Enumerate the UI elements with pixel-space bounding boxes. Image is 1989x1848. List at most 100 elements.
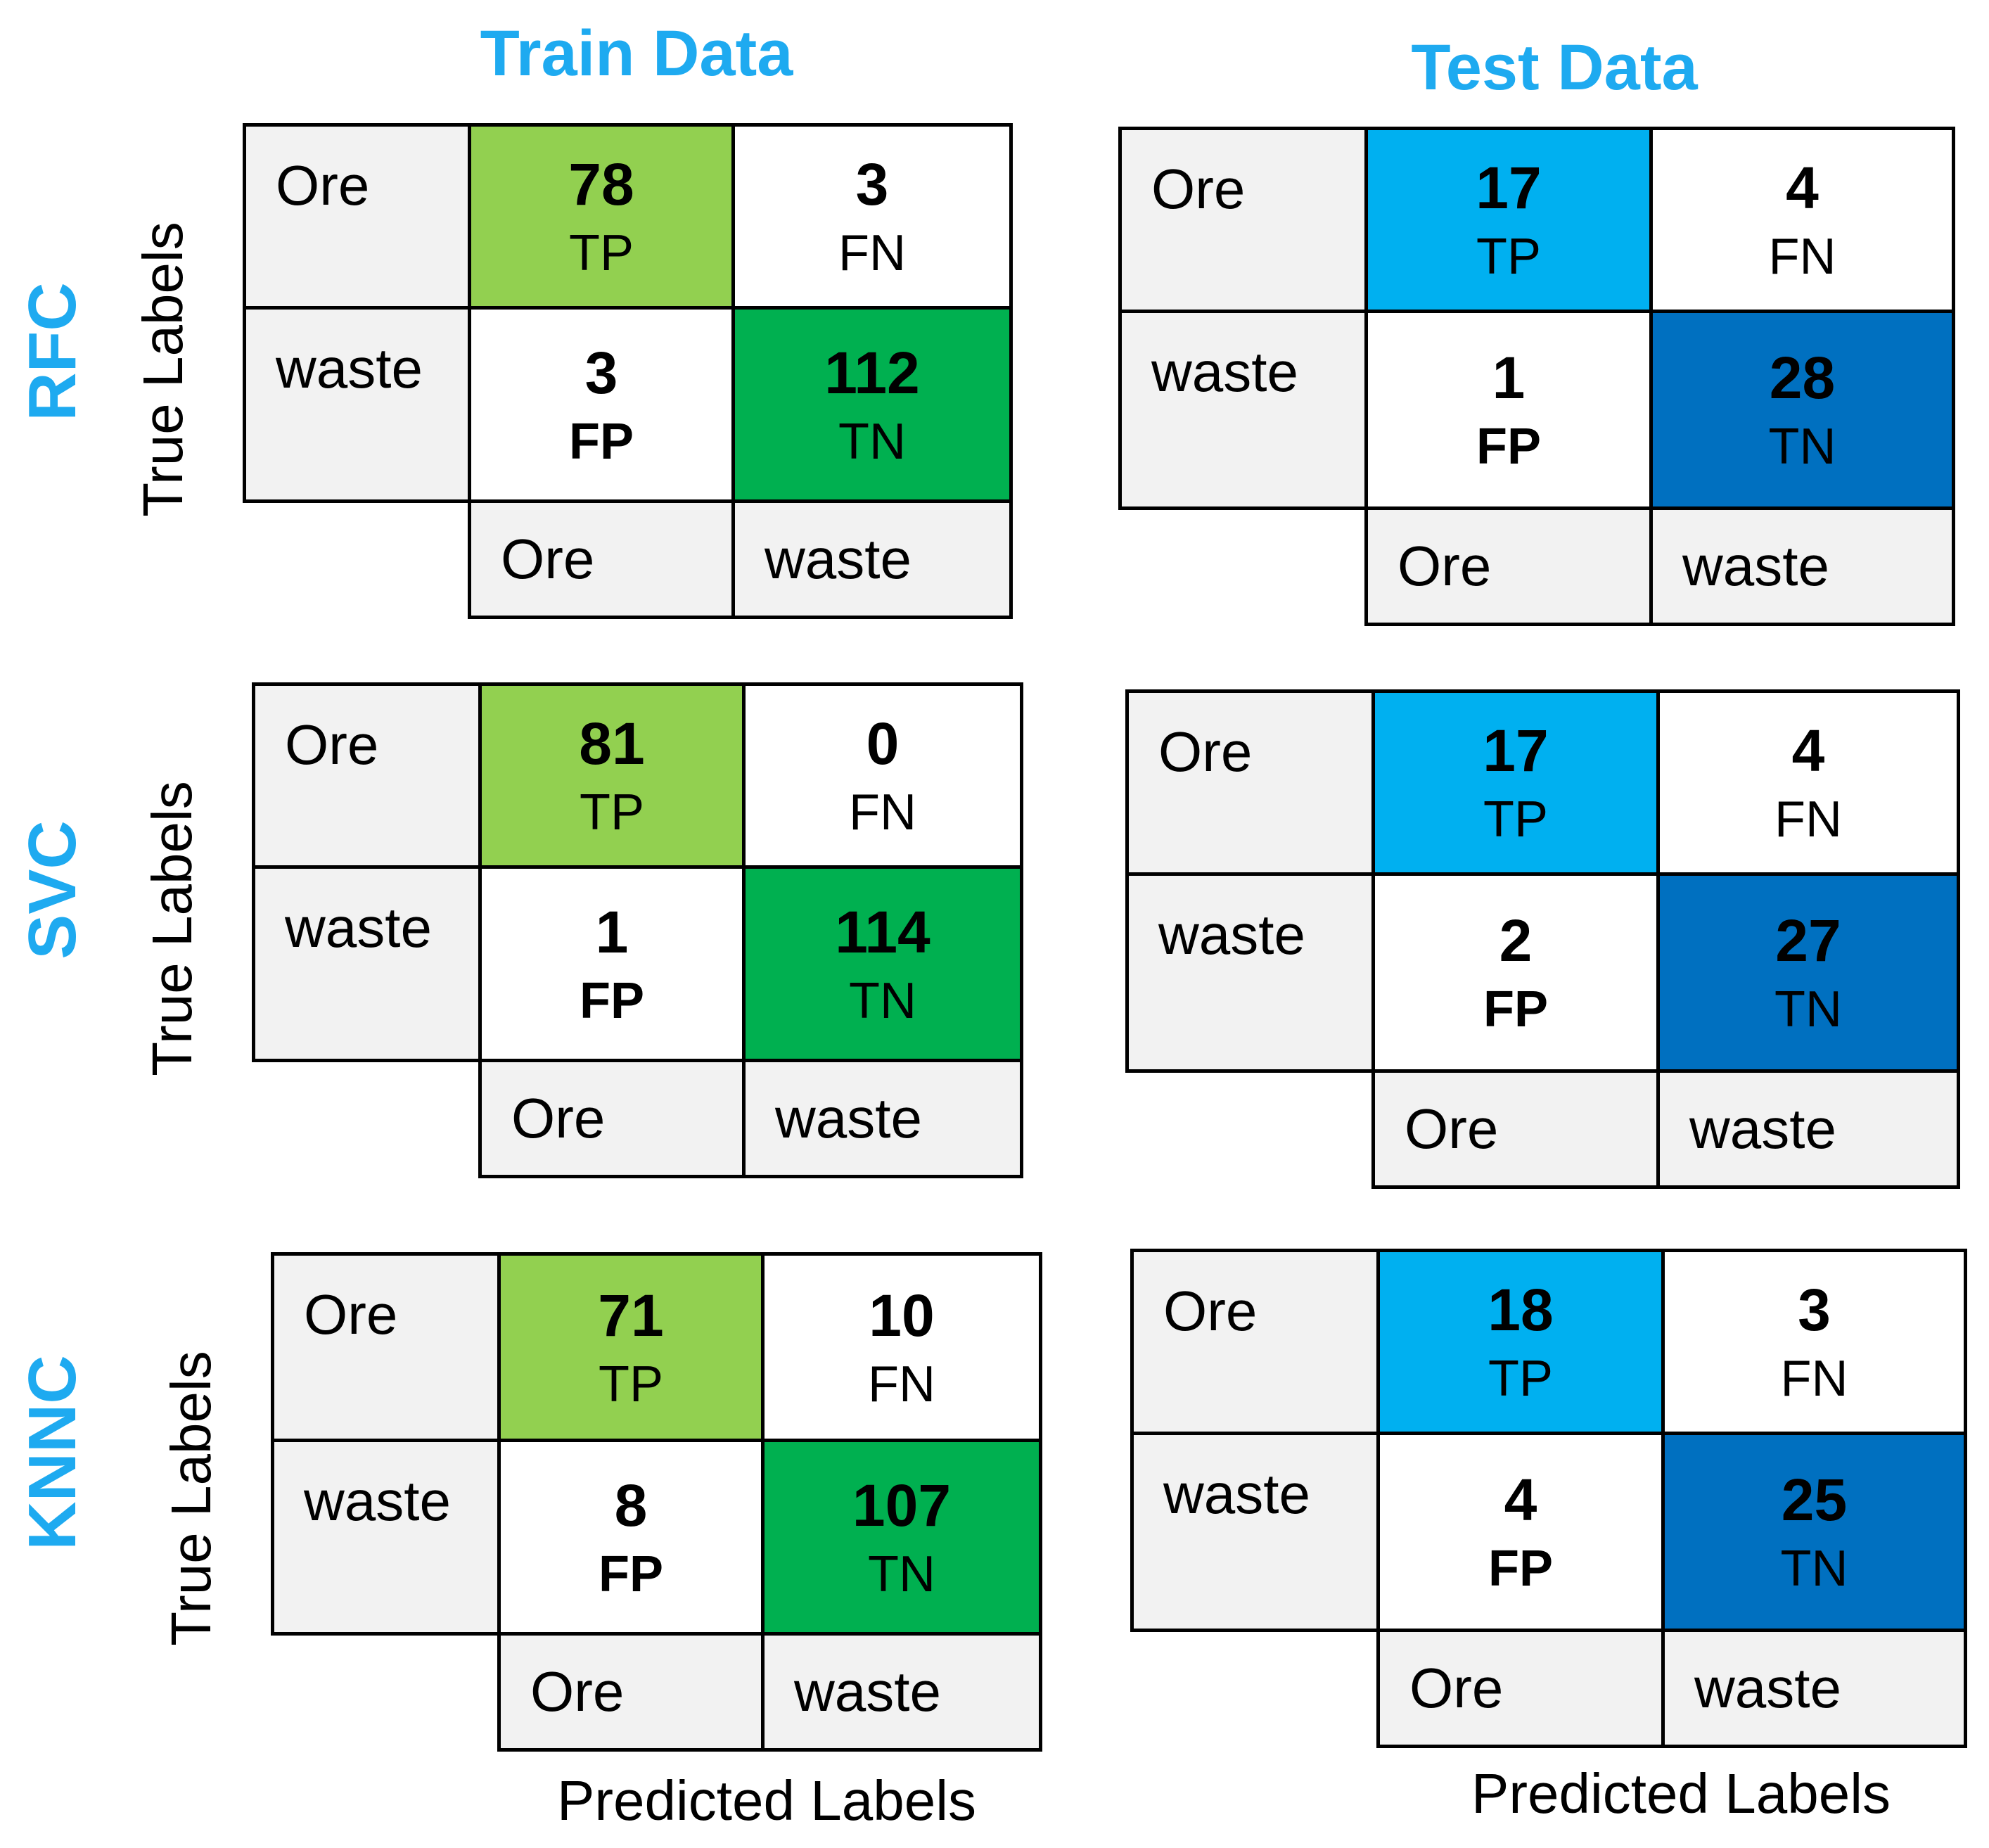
matrix-knnc-train-row-label-waste: waste [271, 1439, 501, 1636]
cell-tag: FN [1774, 791, 1842, 848]
cell-tag: FN [868, 1356, 935, 1413]
row-label-text: Ore [304, 1283, 398, 1346]
cell-tag: TP [568, 225, 634, 281]
cell-count: 18 [1488, 1277, 1554, 1343]
row-label-text: waste [285, 896, 432, 959]
col-label-text: waste [794, 1660, 941, 1723]
cell-tag: FN [1768, 229, 1836, 285]
true-labels-axis-svc: True Labels [141, 781, 203, 1076]
row-label-text: Ore [1151, 158, 1246, 220]
row-label-text: waste [1151, 340, 1298, 403]
matrix-rfc-train-row-label-ore: Ore [243, 123, 471, 310]
col-label-text: waste [1694, 1657, 1841, 1719]
cell-count: 78 [568, 151, 634, 217]
matrix-knnc-test-row-label-ore: Ore [1130, 1249, 1380, 1435]
cell-tag: FN [1780, 1351, 1848, 1407]
cell-count: 28 [1769, 345, 1836, 411]
matrix-knnc-test-col-label-waste: waste [1661, 1629, 1967, 1748]
model-label-rfc: RFC [15, 282, 90, 421]
cell-tag: FP [1476, 419, 1541, 475]
row-label-text: Ore [1158, 720, 1253, 783]
cell-tag: FN [838, 225, 906, 281]
matrix-rfc-train-row-label-waste: waste [243, 306, 471, 503]
matrix-svc-test-col-label-ore: Ore [1371, 1069, 1660, 1189]
cell-count: 0 [866, 710, 900, 777]
matrix-svc-test-col-label-waste: waste [1656, 1069, 1960, 1189]
cell-count: 3 [584, 339, 618, 406]
cell-count: 8 [614, 1472, 648, 1538]
matrix-rfc-train-col-label-waste: waste [731, 499, 1013, 619]
cell-count: 17 [1483, 718, 1549, 784]
row-label-text: waste [304, 1470, 451, 1532]
cell-tag: TN [849, 972, 916, 1029]
cell-count: 27 [1775, 907, 1841, 974]
cell-count: 25 [1781, 1467, 1848, 1533]
col-label-text: Ore [1409, 1657, 1504, 1719]
cell-tag: FP [598, 1546, 663, 1602]
matrix-svc-test-row-label-waste: waste [1125, 872, 1375, 1073]
cell-count: 3 [1798, 1277, 1831, 1343]
cell-tag: TN [838, 413, 906, 470]
cell-count: 4 [1504, 1467, 1537, 1533]
col-label-text: waste [765, 528, 912, 590]
matrix-knnc-train-col-label-waste: waste [761, 1632, 1042, 1752]
cell-count: 3 [855, 151, 889, 217]
model-label-svc: SVC [15, 820, 90, 960]
cell-tag: FP [579, 972, 644, 1029]
cell-tag: TP [1476, 229, 1541, 285]
cell-count: 10 [869, 1282, 935, 1349]
matrix-rfc-test-row-label-ore: Ore [1118, 127, 1368, 313]
model-label-knnc: KNNC [15, 1355, 90, 1550]
col-label-text: Ore [530, 1660, 625, 1723]
cell-tag: FN [849, 784, 916, 841]
cell-tag: FP [568, 413, 634, 470]
cell-count: 4 [1786, 155, 1819, 221]
cell-tag: TN [868, 1546, 935, 1602]
cell-tag: TP [579, 784, 644, 841]
cell-tag: FP [1483, 981, 1548, 1038]
matrix-svc-train-row-label-ore: Ore [252, 682, 482, 869]
matrix-rfc-test-row-label-waste: waste [1118, 310, 1368, 510]
test-data-title: Test Data [1411, 32, 1698, 103]
col-label-text: Ore [511, 1087, 606, 1149]
col-label-text: waste [775, 1087, 922, 1149]
cell-tag: TN [1774, 981, 1842, 1038]
matrix-knnc-test-col-label-ore: Ore [1376, 1629, 1665, 1748]
cell-count: 81 [579, 710, 645, 777]
matrix-svc-train-col-label-waste: waste [742, 1059, 1023, 1178]
cell-count: 71 [598, 1282, 664, 1349]
row-label-text: waste [276, 337, 423, 400]
cell-count: 1 [1492, 345, 1526, 411]
cell-count: 114 [835, 898, 930, 965]
cell-tag: TP [1483, 791, 1548, 848]
col-label-text: waste [1682, 535, 1829, 597]
matrix-rfc-train-col-label-ore: Ore [468, 499, 735, 619]
predicted-labels-axis-train: Predicted Labels [557, 1769, 976, 1832]
matrix-knnc-test-row-label-waste: waste [1130, 1432, 1380, 1632]
matrix-svc-train-col-label-ore: Ore [478, 1059, 746, 1178]
cell-tag: TP [598, 1356, 663, 1413]
matrix-knnc-train-col-label-ore: Ore [497, 1632, 765, 1752]
row-label-text: Ore [285, 713, 379, 776]
